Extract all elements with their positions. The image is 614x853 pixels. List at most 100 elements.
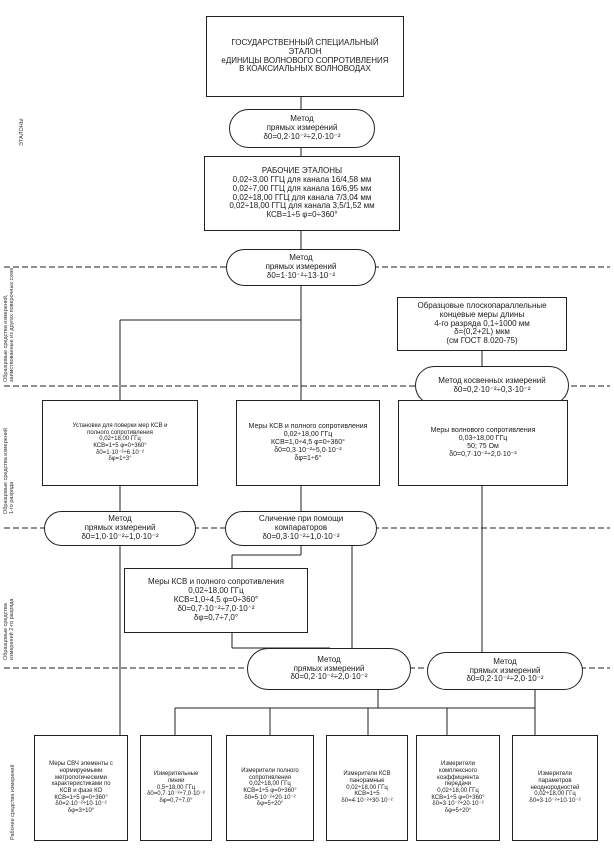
working-instrument-4-line: δ0=4·10⁻²÷30·10⁻²: [341, 798, 393, 805]
working-instrument-6-line: Измерители: [538, 771, 572, 778]
working-instrument-1-line: δ0=2·10⁻²÷10·10⁻²: [55, 801, 107, 808]
working-instrument-2-line: линии: [167, 777, 185, 784]
etalon-box-line: ГОСУДАРСТВЕННЫЙ СПЕЦИАЛЬНЫЙ: [231, 37, 379, 47]
working-instrument-2-line: Измерительные: [153, 771, 199, 778]
measures-1-box-line: Меры КСВ и полного сопротивления: [248, 423, 368, 431]
wave-measures-box-line: 0,03÷18,00 ГГц: [458, 435, 508, 443]
method-direct-4-line: Метод: [317, 654, 341, 664]
length-measures-box-line: Образцовые плоскопараллельные: [417, 300, 547, 310]
measures-2-box-line: 0,02÷18,00 ГГц: [188, 586, 244, 596]
measures-2-box-line: δ0=0,7·10⁻²÷7,0·10⁻²: [177, 603, 255, 613]
method-direct-2-line: Метод: [289, 253, 313, 263]
method-direct-4-line: δ0=0,2·10⁻²÷2,0·10⁻²: [290, 672, 368, 682]
working-instrument-1-line: КСВ=1÷5 φ=0÷360°: [54, 794, 108, 801]
method-indirect-line: Метод косвенных измерений: [438, 375, 546, 385]
length-measures-box-line: (см ГОСТ 8.020-75): [446, 336, 518, 346]
side-label-second-rank-line2: измерений 2-го разряда: [9, 598, 16, 660]
method-direct-1-line: прямых измерений: [266, 123, 338, 133]
side-label-first-rank: Образцовые средства измерений 1-го разря…: [3, 428, 15, 514]
working-instrument-3-line: Измерители полного: [241, 767, 299, 774]
working-instrument-2-line: δφ=0,7÷7,0°: [159, 798, 193, 805]
wave-measures-box-line: 50; 75 Ом: [467, 443, 499, 450]
method-direct-2-line: δ0=1·10⁻²÷13·10⁻²: [266, 270, 336, 280]
working-instrument-5-line: коэффициента: [437, 774, 479, 781]
working-instrument-6-line: 0,02÷18,00 ГГц: [534, 791, 576, 798]
method-indirect-line: δ0=0,2·10⁻²÷0,3·10⁻²: [453, 384, 531, 394]
method-direct-4-line: прямых измерений: [293, 663, 365, 673]
method-direct-2-line: прямых измерений: [265, 262, 337, 272]
working-instrument-5-line: δφ=5÷20°: [444, 808, 472, 815]
measures-2-box-line: δφ=0,7÷7,0°: [193, 612, 239, 622]
working-instrument-2-line: 0,5÷18,00 ГГц: [156, 784, 196, 791]
etalon-box-line: В КОАКСИАЛЬНЫХ ВОЛНОВОДАХ: [239, 64, 371, 74]
working-instrument-1-line: Меры СВЧ элементы с: [49, 761, 113, 768]
comparison-box-line: Сличение при помощи: [258, 514, 344, 524]
length-measures-box-line: 4-го разряда 0,1÷1000 мм: [434, 318, 530, 328]
working-instrument-3-line: 0,02÷18,00 ГГц: [249, 781, 291, 788]
working-etalons-box-line: 0,02÷18,00 ГГЦ для канала 3,5/1,52 мм: [229, 201, 375, 211]
working-etalons-box-line: 0,02÷7,00 ГГЦ для канала 16/6,95 мм: [232, 183, 372, 193]
length-measures-box-line: δ=(0,2+2L) мкм: [454, 327, 510, 337]
measures-1-box-line: δφ=1÷6°: [294, 454, 322, 462]
working-instrument-4-line: Измерители КСВ: [343, 771, 391, 778]
method-direct-5-line: δ0=0,2·10⁻²÷2,0·10⁻²: [466, 674, 544, 684]
method-direct-3-line: Метод: [108, 514, 132, 524]
side-label-working: Рабочие средства измерений: [10, 764, 16, 840]
working-instrument-1-line: δφ=3÷10°: [67, 808, 95, 815]
working-instrument-6-line: параметров: [538, 777, 572, 784]
working-instrument-3-line: δφ=5÷20°: [256, 801, 284, 808]
working-instrument-2-line: δ0=0,7·10⁻²÷7,0·10⁻²: [147, 791, 205, 798]
side-label-etalons: ЭТАЛОНЫ: [19, 118, 25, 146]
working-instrument-4-line: КСВ=1÷5: [354, 791, 380, 798]
method-direct-1-line: δ0=0,2·10⁻²÷2,0·10⁻²: [263, 131, 341, 141]
install-box-line: 0,02÷18,00 ГГц: [99, 436, 141, 443]
working-instrument-5-line: Измерители: [441, 761, 475, 768]
working-instrument-1-line: КСВ и фазе КО: [59, 788, 103, 794]
method-direct-5-line: прямых измерений: [469, 665, 541, 675]
method-direct-3-line: δ0=1,0·10⁻²÷1,0·10⁻²: [81, 531, 159, 541]
wave-measures-box-line: Меры волнового сопротивления: [430, 427, 536, 435]
working-instrument-3-line: δ0=5·10⁻²÷20·10⁻²: [244, 794, 296, 801]
working-instrument-1-line: характеристиками по: [51, 781, 111, 788]
method-direct-5-line: Метод: [493, 656, 517, 666]
working-instrument-4-line: 0,02÷18,00 ГГц: [346, 784, 388, 791]
working-etalons-box-line: КСВ=1÷5 φ=0÷360°: [266, 210, 338, 220]
working-instrument-5-line: КСВ=1÷5 φ=0÷360°: [431, 794, 485, 801]
comparison-box-line: компараторов: [274, 523, 328, 533]
side-label-borrowed-line2: заимствованные из других поверочных схем: [9, 268, 16, 382]
install-box-line: δ0=1·10⁻²÷6·10⁻²: [96, 449, 144, 456]
comparison-box-line: δ0=0,3·10⁻²÷1,0·10⁻²: [262, 531, 340, 541]
working-instrument-6-line: неоднородностей: [530, 784, 580, 791]
working-instrument-1-line: нормируемыми: [59, 767, 103, 774]
method-direct-1-line: Метод: [290, 114, 314, 124]
working-instrument-3-line: КСВ=1÷5 φ=0÷360°: [243, 788, 297, 794]
working-instrument-4-line: панорамные: [349, 777, 385, 784]
method-direct-3-line: прямых измерений: [84, 523, 156, 533]
install-box-line: δφ=1÷3°: [108, 456, 132, 463]
wave-measures-box-line: δ0=0,7·10⁻²÷2,0·10⁻²: [449, 450, 517, 458]
side-label-borrowed: Образцовые средства измерений, заимствов…: [3, 268, 15, 382]
side-label-first-rank-line2: 1-го разряда: [9, 481, 16, 514]
install-box-line: КСВ=1÷5 φ=0÷360°: [93, 443, 147, 449]
measures-1-box-line: 0,02÷18,00 ГГц: [283, 431, 333, 439]
etalon-box-line: еДИНИЦЫ ВОЛНОВОГО СОПРОТИВЛЕНИЯ: [221, 55, 389, 65]
working-etalons-box-line: 0,02÷18,00 ГГЦ для канала 7/3,04 мм: [232, 192, 372, 202]
install-box-line: Установки для поверки мер КСВ и: [72, 422, 168, 429]
measures-2-box-line: КСВ=1,0÷4,5 φ=0÷360°: [173, 595, 259, 605]
working-instrument-3-line: сопротивления: [248, 774, 292, 781]
